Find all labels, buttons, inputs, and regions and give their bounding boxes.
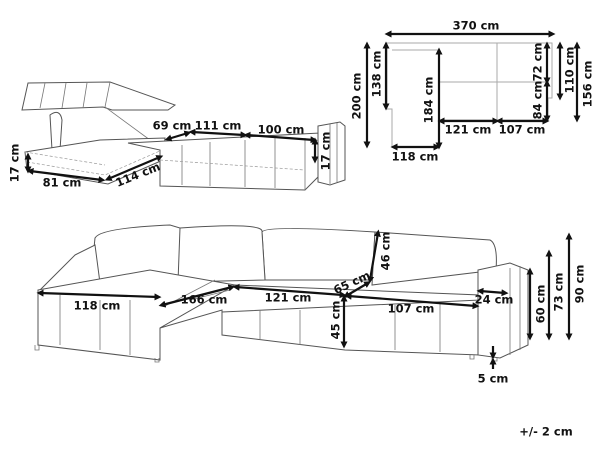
plan-seams xyxy=(392,43,548,120)
label-121-main: 121 cm xyxy=(265,291,312,305)
arrow-100 xyxy=(243,131,318,144)
label-81: 81 cm xyxy=(43,176,82,190)
lifted-lid xyxy=(21,81,177,111)
label-166: 166 cm xyxy=(181,293,228,307)
label-24: 24 cm xyxy=(475,293,514,307)
corner-back xyxy=(177,225,266,283)
arrow-46 xyxy=(367,229,381,284)
armrest-open xyxy=(317,121,346,186)
tolerance-note: +/- 2 cm xyxy=(519,425,572,439)
label-138: 138 cm xyxy=(370,51,384,98)
right-armrest xyxy=(477,262,529,359)
arrow-111 xyxy=(188,128,248,139)
sofa-line xyxy=(159,159,306,171)
sofa-line xyxy=(181,138,306,190)
label-17-right: 17 cm xyxy=(319,132,333,171)
label-118-plan: 118 cm xyxy=(392,150,439,164)
label-111: 111 cm xyxy=(195,119,242,133)
sofa-line xyxy=(329,123,338,184)
arrow-81 xyxy=(26,167,106,184)
arrow-107-main xyxy=(344,292,480,310)
label-84: 84 cm xyxy=(531,81,545,120)
label-72: 72 cm xyxy=(531,43,545,82)
label-17-left: 17 cm xyxy=(8,144,22,183)
label-121: 121 cm xyxy=(445,123,492,137)
label-156: 156 cm xyxy=(581,61,595,108)
label-110: 110 cm xyxy=(563,47,577,94)
open-storage-view: 69 cm 111 cm 100 cm 17 cm 17 cm 81 cm 11… xyxy=(8,81,346,191)
main-sofa-view: 118 cm 166 cm 121 cm 65 cm 46 cm 45 cm 1… xyxy=(34,224,587,386)
label-100: 100 cm xyxy=(258,123,305,137)
arrow-114 xyxy=(104,155,164,181)
label-107-main: 107 cm xyxy=(388,302,435,316)
back-rest-open xyxy=(49,111,63,151)
label-184: 184 cm xyxy=(422,77,436,124)
arrow-69 xyxy=(164,130,192,142)
arrow-118-main xyxy=(36,289,162,301)
label-5: 5 cm xyxy=(478,372,509,386)
label-73: 73 cm xyxy=(552,273,566,312)
label-200: 200 cm xyxy=(350,73,364,120)
label-107: 107 cm xyxy=(499,123,546,137)
sofa-legs xyxy=(34,345,498,363)
plan-view: 370 cm 200 cm 138 cm 184 cm 72 cm 84 cm … xyxy=(350,19,595,164)
arrow-24 xyxy=(476,287,509,297)
label-45: 45 cm xyxy=(329,301,343,340)
label-60: 60 cm xyxy=(534,285,548,324)
arrow-121-main xyxy=(232,283,347,299)
label-118-main: 118 cm xyxy=(74,299,121,313)
sofa-line xyxy=(39,81,151,141)
label-69: 69 cm xyxy=(153,119,192,133)
label-370: 370 cm xyxy=(453,19,500,33)
label-90: 90 cm xyxy=(573,265,587,304)
label-46: 46 cm xyxy=(379,232,393,271)
arrow-166 xyxy=(158,284,236,308)
